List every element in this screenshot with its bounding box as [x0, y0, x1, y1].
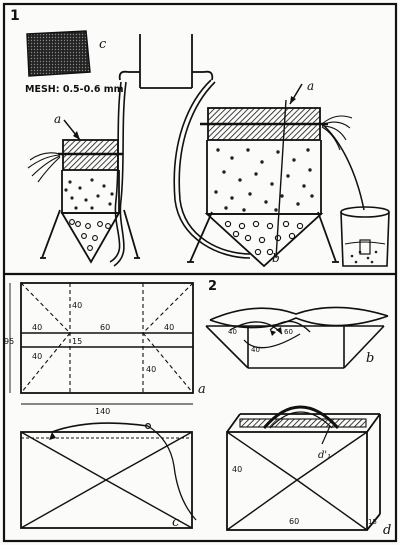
pump-letter: b: [272, 251, 280, 265]
pattern-dim-left-lower: 40: [32, 352, 42, 361]
folding-dim-b: 60: [284, 328, 293, 336]
finished-bag-dim-height: 40: [232, 465, 242, 474]
folding-diagram: 40 60 40 b: [205, 306, 389, 369]
mesh-size-label: MESH: 0.5-0.6 mm: [25, 84, 124, 95]
small-incubator: a: [27, 112, 140, 264]
pattern-dim-height: 95: [4, 337, 14, 346]
cutting-pattern: 40 40 60 40 95 40 15 40 140 a: [4, 282, 206, 416]
open-bag-letter: c: [172, 515, 180, 530]
finished-bag-letter: d: [383, 523, 391, 538]
panel-1: 1 c MESH: 0.5-0.6 mm: [10, 8, 390, 268]
pattern-letter: a: [198, 382, 206, 397]
finished-bag-dim-corner: 15: [368, 518, 377, 526]
pattern-dim-seam: 15: [72, 337, 82, 346]
supply-hoses: [109, 79, 251, 267]
pattern-dim-left-side: 40: [32, 323, 42, 332]
pattern-dim-top: 40: [72, 301, 82, 310]
finished-bag-dim-width: 60: [289, 517, 299, 526]
panel-1-number: 1: [10, 8, 20, 24]
folding-letter: b: [366, 351, 374, 366]
panel-2: 2 40 40 60 40 95 40 15 40 140: [4, 279, 391, 538]
folding-dim-a: 40: [228, 328, 237, 336]
pattern-dim-width: 140: [95, 407, 110, 416]
finished-bag: 40 60 15 d'₁ d: [226, 405, 391, 538]
large-incubator: a b: [187, 79, 365, 268]
open-bag: c: [20, 422, 197, 530]
mesh-sample-letter: c: [99, 37, 107, 52]
pattern-dim-right-side: 40: [164, 323, 174, 332]
large-incubator-letter: a: [307, 79, 314, 93]
finished-bag-handle-label: d'₁: [318, 450, 331, 461]
collecting-beaker: [340, 206, 390, 267]
mesh-sample: c MESH: 0.5-0.6 mm: [25, 30, 124, 95]
panel-2-number: 2: [208, 279, 217, 294]
folding-dim-c: 40: [251, 346, 260, 354]
small-incubator-letter: a: [54, 112, 61, 126]
pattern-dim-middle: 60: [100, 323, 110, 332]
pattern-dim-right-lower: 40: [146, 365, 156, 374]
supply-tap: [118, 34, 214, 89]
